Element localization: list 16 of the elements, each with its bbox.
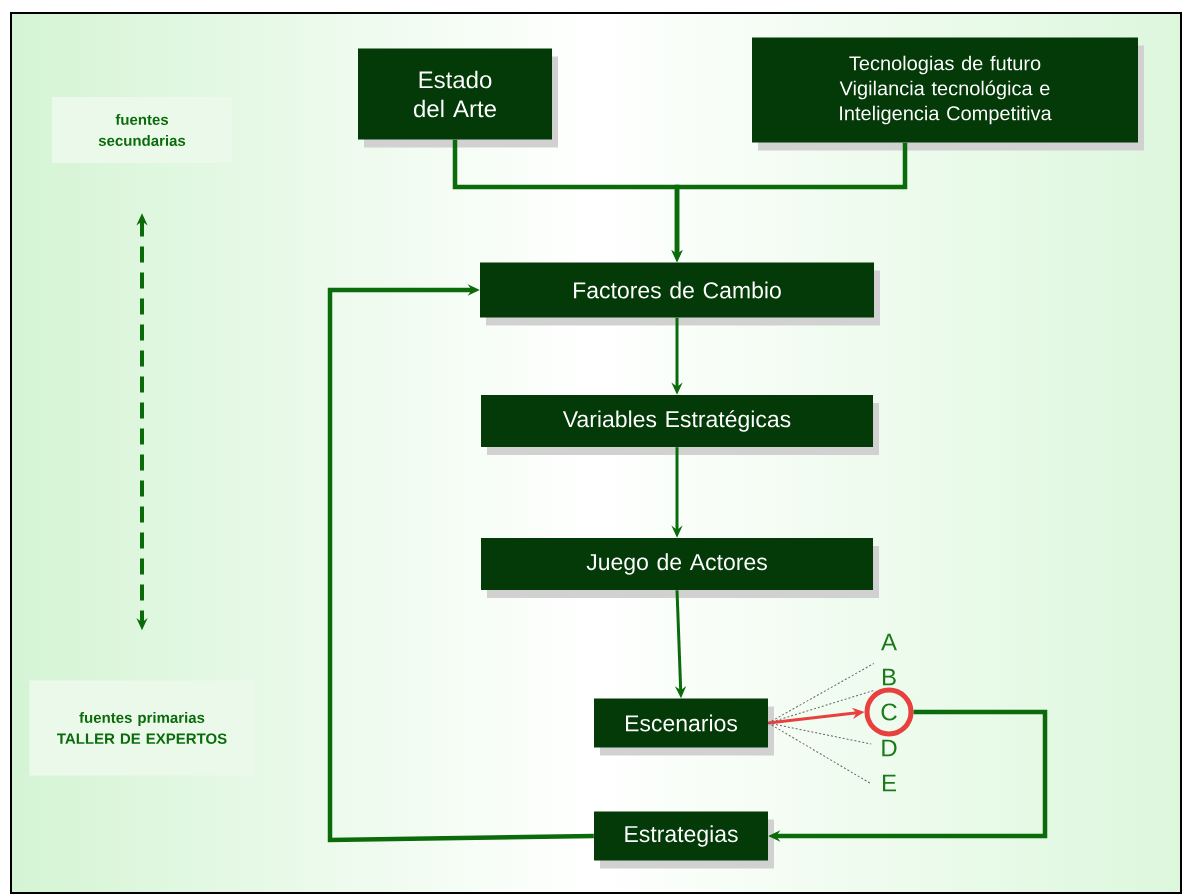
source-note: fuentes primarias TALLER DE EXPERTOS	[29, 680, 255, 776]
process-box: Escenarios	[594, 698, 774, 756]
scenario-letter: E	[883, 774, 896, 792]
source-note: fuentes secundarias	[52, 97, 232, 163]
scenario-letter: D	[882, 739, 897, 757]
scenario-letter: B	[883, 668, 896, 686]
process-box: Factores de Cambio	[480, 262, 880, 326]
process-box: Estado del Arte	[358, 48, 558, 148]
circled-letter: C	[864, 687, 914, 737]
connector-line	[767, 722, 871, 784]
process-box: Juego de Actores	[481, 538, 879, 598]
arrow	[327, 284, 594, 843]
process-box: Tecnologias de futuro Vigilancia tecnológica e Inteligencia Competitiva	[752, 37, 1144, 151]
scenario-letter: A	[881, 633, 897, 651]
process-box: Variables Estratégicas	[481, 395, 879, 455]
process-box: Estrategias	[594, 811, 774, 869]
